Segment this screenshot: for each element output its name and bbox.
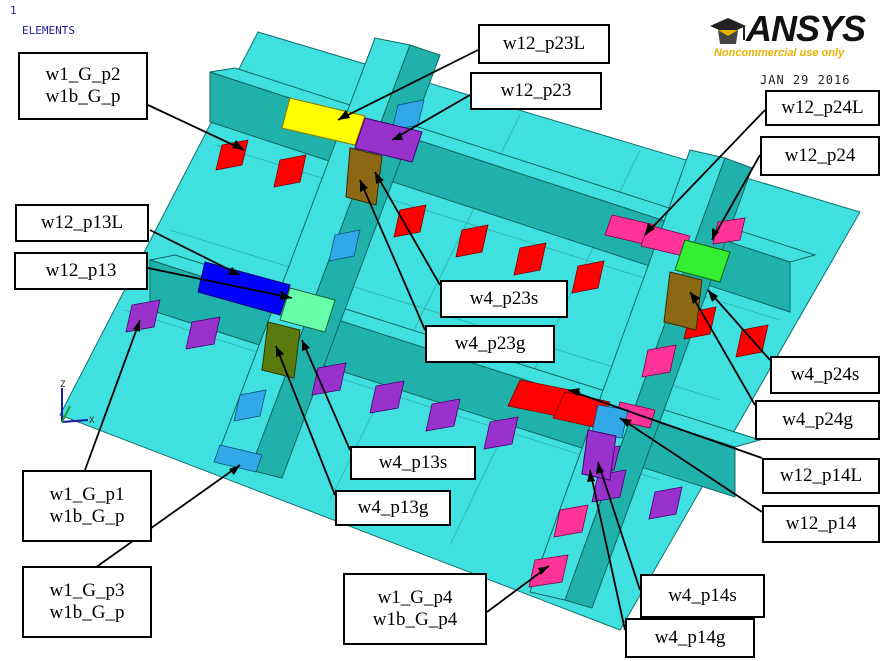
label-line: w4_p14g xyxy=(654,627,726,648)
label-line: w1b_G_p xyxy=(49,602,125,623)
label-line: w4_p24s xyxy=(790,364,860,385)
label-w4-p24s: w4_p24s xyxy=(770,356,880,394)
mortarboard-icon xyxy=(710,18,746,44)
label-line: w1_G_p3 xyxy=(49,580,125,601)
ansys-logo: ANSYS Noncommercial use only xyxy=(704,8,880,64)
label-w4-p13s: w4_p13s xyxy=(350,446,476,480)
window-number: 1 xyxy=(10,4,17,17)
label-line: w12_p13 xyxy=(45,260,117,281)
label-line: w4_p24g xyxy=(782,409,853,430)
coordinate-triad: Z X xyxy=(56,376,106,436)
axis-triad-icon xyxy=(61,388,89,423)
model-date: JAN 29 2016 xyxy=(760,73,851,87)
leader-lines xyxy=(84,49,771,631)
label-w12-p24l: w12_p24L xyxy=(765,90,880,126)
seg-green xyxy=(674,239,731,283)
label-w1-g-p4: w1_G_p4 w1b_G_p4 xyxy=(343,573,487,645)
seg-yellow xyxy=(281,97,366,146)
label-line: w4_p14s xyxy=(668,585,737,606)
label-w12-p23: w12_p23 xyxy=(470,72,602,110)
label-w1-g-p2: w1_G_p2 w1b_G_p xyxy=(18,52,148,120)
label-line: w4_p23g xyxy=(454,333,526,354)
leader-arrowheads xyxy=(133,110,719,575)
label-line: w12_p14 xyxy=(785,513,857,534)
seg-olive-3 xyxy=(663,271,703,331)
label-line: w1_G_p2 xyxy=(45,64,121,85)
label-line: w1b_G_p xyxy=(45,86,121,107)
label-w12-p24: w12_p24 xyxy=(760,136,880,176)
label-line: w4_p13s xyxy=(378,452,448,473)
label-line: w12_p14L xyxy=(779,465,863,486)
label-line: w12_p24 xyxy=(784,145,856,166)
label-w12-p23l: w12_p23L xyxy=(478,24,610,64)
seg-olive-2 xyxy=(261,321,301,379)
triad-z-label: Z xyxy=(60,380,66,390)
label-w4-p23g: w4_p23g xyxy=(425,325,555,363)
label-line: w1b_G_p xyxy=(49,506,125,527)
label-line: w4_p13g xyxy=(357,497,429,518)
label-line: w12_p23 xyxy=(500,80,572,101)
seg-purple-top xyxy=(354,117,423,163)
logo-wordmark: ANSYS xyxy=(746,8,866,49)
label-line: w12_p13L xyxy=(40,212,124,233)
label-w12-p14l: w12_p14L xyxy=(762,458,880,494)
seg-purple-2 xyxy=(581,429,617,481)
label-line: w4_p23s xyxy=(469,288,539,309)
seg-olive-1 xyxy=(345,147,383,206)
label-line: w1_G_p4 xyxy=(377,587,453,608)
label-w4-p24g: w4_p24g xyxy=(755,400,880,440)
label-w4-p14s: w4_p14s xyxy=(640,574,765,618)
label-w12-p13: w12_p13 xyxy=(14,252,148,290)
view-title: ELEMENTS xyxy=(22,24,75,37)
label-w12-p13l: w12_p13L xyxy=(15,204,149,242)
label-line: w1_G_p1 xyxy=(49,484,125,505)
label-line: w12_p24L xyxy=(781,97,864,118)
triad-x-label: X xyxy=(89,416,95,426)
label-w1-g-p3: w1_G_p3 w1b_G_p xyxy=(22,566,152,638)
label-line: w12_p23L xyxy=(502,33,586,54)
label-w4-p13g: w4_p13g xyxy=(335,490,451,526)
pads-sky xyxy=(213,99,629,473)
label-line: w1b_G_p4 xyxy=(372,609,458,630)
label-w12-p14: w12_p14 xyxy=(762,505,880,543)
label-w1-g-p1: w1_G_p1 w1b_G_p xyxy=(22,470,152,542)
seg-mint xyxy=(279,287,336,333)
label-w4-p23s: w4_p23s xyxy=(440,280,568,318)
logo-subtitle: Noncommercial use only xyxy=(714,47,845,59)
label-w4-p14g: w4_p14g xyxy=(625,618,755,658)
